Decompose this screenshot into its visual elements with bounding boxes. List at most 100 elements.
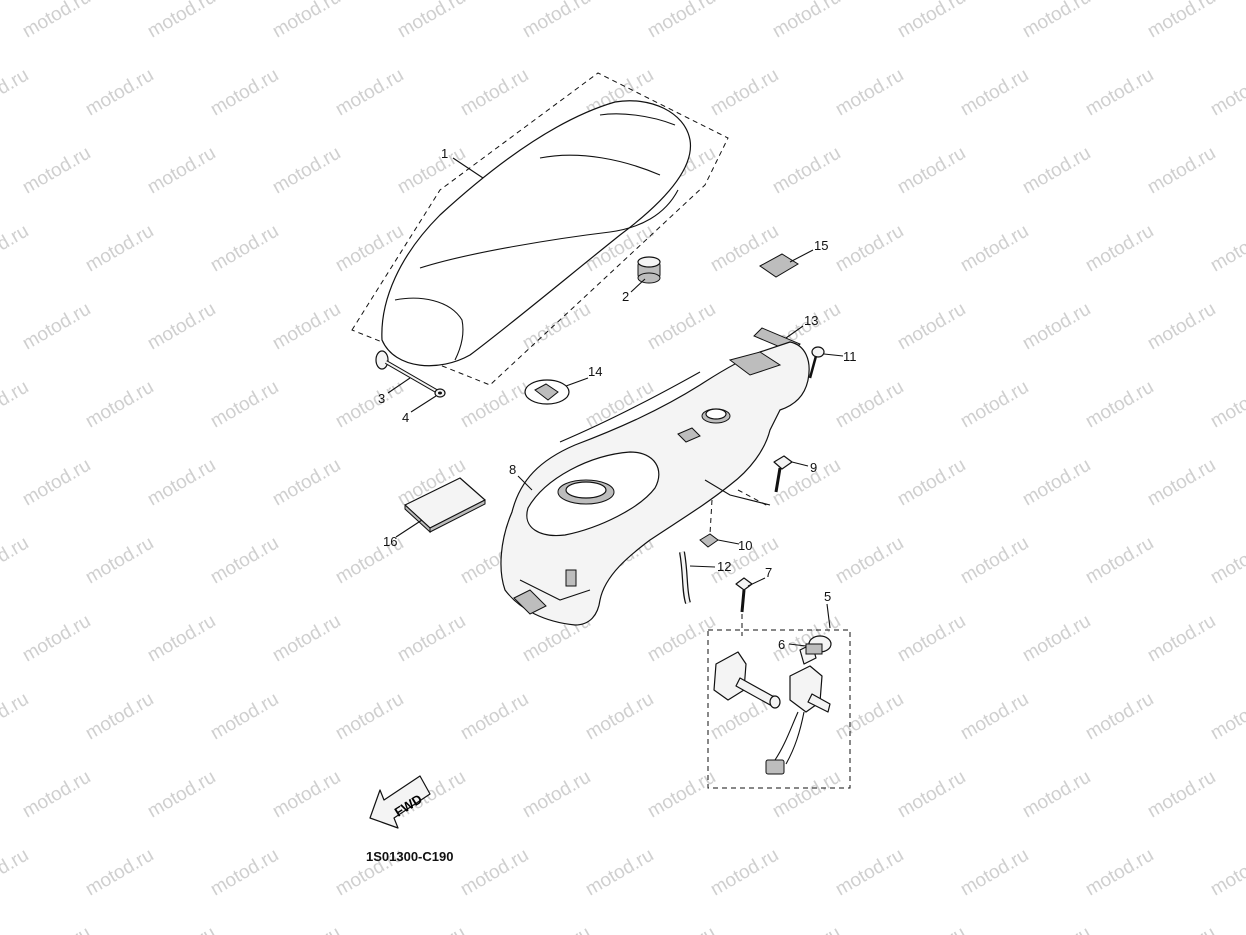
watermark-text: motod.ru bbox=[707, 65, 782, 121]
watermark-text: motod.ru bbox=[457, 377, 532, 433]
part-15-label bbox=[759, 253, 799, 278]
callout-3: 3 bbox=[378, 391, 385, 406]
watermark-text: motod.ru bbox=[19, 611, 94, 667]
part-7-bolt bbox=[735, 577, 753, 636]
watermark-text: motod.ru bbox=[832, 689, 907, 745]
watermark-text: motod.ru bbox=[769, 0, 844, 42]
watermark-text: motod.ru bbox=[707, 845, 782, 901]
watermark-text: motod.ru bbox=[82, 65, 157, 121]
watermark-text: motod.ru bbox=[144, 0, 219, 42]
callout-11: 11 bbox=[843, 349, 857, 364]
watermark-text: motod.ru bbox=[269, 299, 344, 355]
part-1-seat bbox=[351, 72, 729, 386]
part-10-nut bbox=[699, 499, 719, 548]
watermark-text: motod.ru bbox=[1207, 221, 1246, 277]
diagram-code: 1S01300-C190 bbox=[366, 849, 453, 864]
watermark-text: motod.ru bbox=[519, 923, 594, 935]
part-3-bolt bbox=[375, 350, 439, 394]
watermark-text: motod.ru bbox=[82, 689, 157, 745]
watermark-text: motod.ru bbox=[144, 923, 219, 935]
watermark-text: motod.ru bbox=[1019, 767, 1094, 823]
watermark-text: motod.ru bbox=[332, 689, 407, 745]
watermark-text: motod.ru bbox=[19, 923, 94, 935]
callout-16: 16 bbox=[383, 534, 397, 549]
watermark-text: motod.ru bbox=[1082, 845, 1157, 901]
callout-5: 5 bbox=[824, 589, 831, 604]
watermark-text: motod.ru bbox=[957, 845, 1032, 901]
watermark-text: motod.ru bbox=[832, 533, 907, 589]
watermark-text: motod.ru bbox=[144, 299, 219, 355]
watermark-text: motod.ru bbox=[1019, 611, 1094, 667]
watermark-text: motod.ru bbox=[957, 377, 1032, 433]
watermark-text: motod.ru bbox=[394, 143, 469, 199]
watermark-text: motod.ru bbox=[957, 221, 1032, 277]
watermark-text: motod.ru bbox=[332, 377, 407, 433]
watermark-text: motod.ru bbox=[1207, 377, 1246, 433]
part-4-washer bbox=[434, 388, 446, 398]
part-12-hose bbox=[679, 551, 691, 604]
callout-14: 14 bbox=[588, 364, 602, 379]
watermark-text: motod.ru bbox=[269, 143, 344, 199]
watermark-text: motod.ru bbox=[1019, 299, 1094, 355]
watermark-text: motod.ru bbox=[0, 65, 32, 121]
watermark-text: motod.ru bbox=[769, 923, 844, 935]
watermark-text: motod.ru bbox=[894, 923, 969, 935]
callout-6: 6 bbox=[778, 637, 785, 652]
watermark-text: motod.ru bbox=[269, 611, 344, 667]
watermark-text: motod.ru bbox=[207, 65, 282, 121]
watermark-text: motod.ru bbox=[1144, 143, 1219, 199]
watermark-text: motod.ru bbox=[144, 455, 219, 511]
callout-15: 15 bbox=[814, 238, 828, 253]
watermark-text: motod.ru bbox=[1207, 689, 1246, 745]
watermark-text: motod.ru bbox=[957, 689, 1032, 745]
watermark-text: motod.ru bbox=[1019, 0, 1094, 42]
watermark-text: motod.ru bbox=[894, 0, 969, 42]
watermark-text: motod.ru bbox=[269, 455, 344, 511]
watermark-text: motod.ru bbox=[19, 143, 94, 199]
part-2-damper bbox=[637, 256, 661, 284]
watermark-text: motod.ru bbox=[894, 455, 969, 511]
watermark-text: motod.ru bbox=[1082, 533, 1157, 589]
callout-13: 13 bbox=[804, 313, 818, 328]
watermark-text: motod.ru bbox=[832, 221, 907, 277]
watermark-text: motod.ru bbox=[644, 923, 719, 935]
callout-12: 12 bbox=[717, 559, 731, 574]
watermark-text: motod.ru bbox=[82, 533, 157, 589]
watermark-text: motod.ru bbox=[1082, 65, 1157, 121]
watermark-text: motod.ru bbox=[82, 221, 157, 277]
watermark-text: motod.ru bbox=[519, 767, 594, 823]
watermark-text: motod.ru bbox=[457, 65, 532, 121]
watermark-text: motod.ru bbox=[519, 0, 594, 42]
watermark-text: motod.ru bbox=[832, 845, 907, 901]
watermark-text: motod.ru bbox=[1082, 221, 1157, 277]
watermark-text: motod.ru bbox=[1144, 923, 1219, 935]
watermark-text: motod.ru bbox=[1082, 377, 1157, 433]
watermark-text: motod.ru bbox=[144, 143, 219, 199]
watermark-text: motod.ru bbox=[957, 533, 1032, 589]
callout-2: 2 bbox=[622, 289, 629, 304]
part-6-key-cap bbox=[805, 635, 832, 655]
watermark-text: motod.ru bbox=[832, 377, 907, 433]
part-9-leader-dash bbox=[737, 489, 769, 507]
callout-4: 4 bbox=[402, 410, 409, 425]
callout-8: 8 bbox=[509, 462, 516, 477]
watermark-text: motod.ru bbox=[894, 299, 969, 355]
watermark-text: motod.ru bbox=[0, 533, 32, 589]
watermark-text: motod.ru bbox=[769, 143, 844, 199]
watermark-text: motod.ru bbox=[957, 65, 1032, 121]
watermark-text: motod.ru bbox=[207, 221, 282, 277]
watermark-text: motod.ru bbox=[0, 377, 32, 433]
callout-9: 9 bbox=[810, 460, 817, 475]
part-16-pad bbox=[404, 477, 486, 534]
watermark-text: motod.ru bbox=[457, 689, 532, 745]
watermark-text: motod.ru bbox=[394, 611, 469, 667]
watermark-text: motod.ru bbox=[644, 299, 719, 355]
watermark-text: motod.ru bbox=[0, 845, 32, 901]
callout-10: 10 bbox=[738, 538, 752, 553]
seat-shape bbox=[381, 100, 692, 367]
watermark-text: motod.ru bbox=[582, 845, 657, 901]
watermark-text: motod.ru bbox=[207, 377, 282, 433]
watermark-text: motod.ru bbox=[1144, 299, 1219, 355]
watermark-text: motod.ru bbox=[582, 689, 657, 745]
